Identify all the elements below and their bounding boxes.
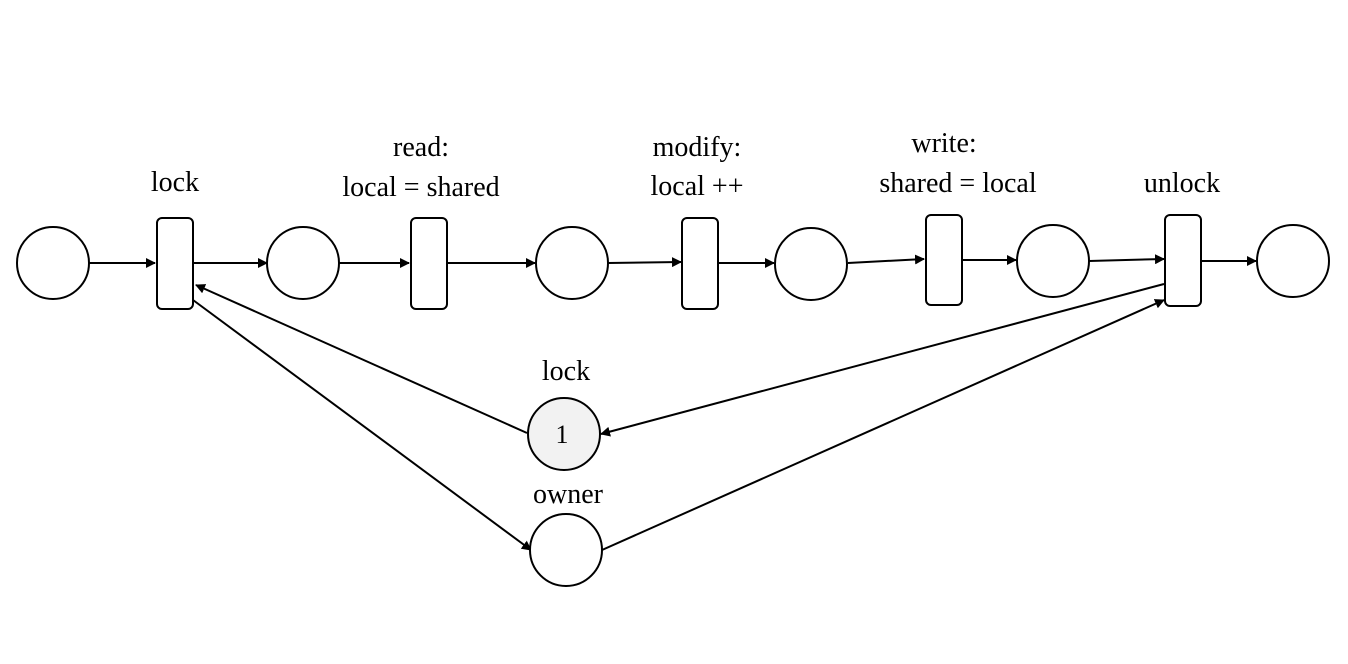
arc-p5-to-unlock — [1088, 254, 1165, 265]
arcs — [89, 254, 1257, 551]
transition-lock — [156, 217, 194, 310]
place-owner — [529, 513, 603, 587]
places: 1 — [16, 224, 1330, 587]
arc-lockplace-to-lock — [195, 284, 528, 434]
transition-unlock — [1164, 214, 1202, 307]
transition-unlock-label: unlock — [1144, 168, 1220, 199]
place-lock-label: lock — [542, 356, 590, 387]
arc-lock-to-owner — [192, 299, 532, 551]
transition-lock-label: lock — [151, 167, 199, 198]
place-after-read — [535, 226, 609, 300]
transition-read-label-line2: local = shared — [342, 172, 499, 203]
place-owner-label: owner — [533, 479, 604, 510]
place-lock-token: 1 — [556, 420, 569, 449]
transition-write — [925, 214, 963, 306]
place-after-modify — [774, 227, 848, 301]
place-start — [16, 226, 90, 300]
arc-owner-to-unlock — [601, 299, 1165, 551]
labels: lock read: local = shared modify: local … — [151, 128, 1220, 510]
transition-write-label-line2: shared = local — [879, 168, 1037, 199]
transition-write-label-line1: write: — [911, 128, 976, 159]
arc-unlock-to-lockplace — [600, 283, 1165, 437]
transition-read-label-line1: read: — [393, 132, 449, 163]
place-after-lock — [266, 226, 340, 300]
place-end — [1256, 224, 1330, 298]
transition-read — [410, 217, 448, 310]
place-lock — [527, 397, 601, 471]
transition-modify-label-line2: local ++ — [651, 171, 744, 202]
transition-modify-label-line1: modify: — [653, 132, 742, 163]
arc-p3-to-modify — [607, 257, 682, 268]
arc-p4-to-write — [847, 254, 925, 265]
transition-modify — [681, 217, 719, 310]
place-after-write — [1016, 224, 1090, 298]
transitions — [156, 214, 1202, 310]
